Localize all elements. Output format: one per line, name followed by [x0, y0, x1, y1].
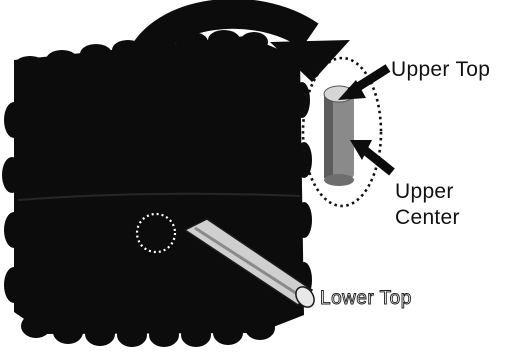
upper-center-label-line1: Upper: [395, 180, 454, 203]
isolated-rod: [323, 85, 355, 186]
rod-block: [2, 30, 312, 347]
upper-center-label-line2: Center: [395, 206, 460, 229]
lower-top-label: Lower Top: [320, 288, 412, 310]
layer-seam: [17, 192, 301, 201]
bottom-rod-ends: [21, 314, 275, 347]
lower-position-ring: [135, 212, 177, 254]
side-rod-ends: [2, 82, 312, 303]
top-rod-ends: [14, 30, 268, 76]
arrow-icon: [350, 140, 395, 176]
callout-ring: [301, 56, 383, 208]
arrow-icon: [338, 64, 391, 100]
lower-rod: [183, 218, 315, 308]
block-body: [14, 36, 304, 334]
upper-top-label: Upper Top: [391, 58, 491, 81]
